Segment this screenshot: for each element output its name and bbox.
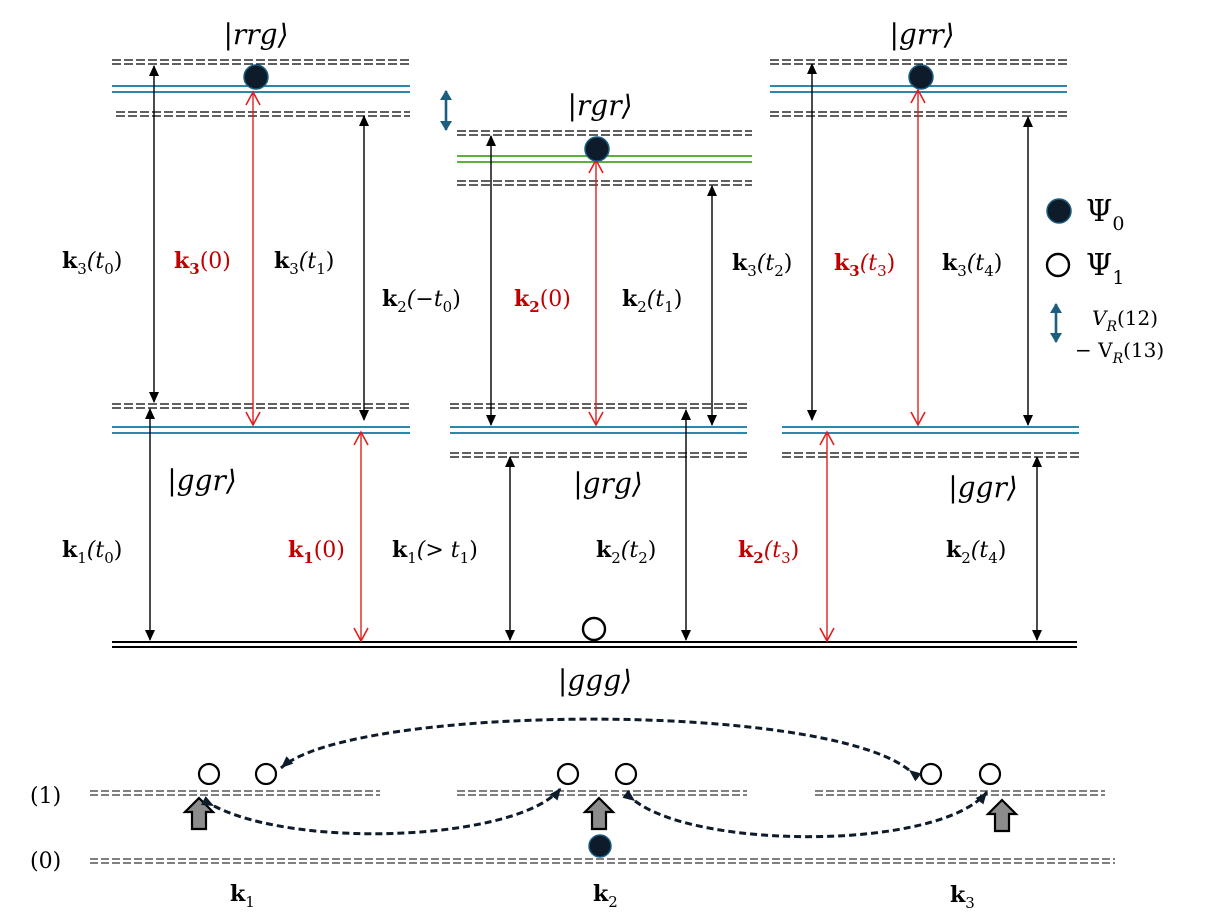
label-k3-t2: k3(t2) — [732, 250, 792, 280]
level-1-label: (1) — [30, 784, 61, 809]
excite-arrow-k1 — [182, 796, 216, 831]
label-k3-0: k3(0) — [174, 248, 231, 278]
psi1-dot-ggg — [581, 616, 607, 642]
level-0-label: (0) — [30, 849, 61, 874]
legend-psi0-label: Ψ0 — [1086, 194, 1124, 235]
label-k2-t2: k2(t2) — [596, 537, 656, 567]
hop-arrow-top — [279, 717, 922, 782]
upper-transition-labels: k3(t0) k3(0) k3(t1) k2(−t0) k2(0) k2(t1)… — [62, 248, 1002, 316]
label-k2-neg-t0: k2(−t0) — [382, 286, 461, 316]
state-ggg: |ggg⟩ — [558, 664, 632, 697]
site1-circle-a — [197, 762, 221, 786]
state-grr: |grr⟩ — [889, 18, 954, 51]
bottom-panel: (1) (0) k1 — [30, 717, 1115, 912]
label-k2-0: k2(0) — [514, 286, 571, 316]
legend: Ψ0 Ψ1 VR(12) − VR(13) — [1045, 194, 1164, 367]
label-k3-t3: k3(t3) — [834, 250, 895, 280]
legend-vr-line1: VR(12) — [1092, 306, 1158, 335]
legend-psi1-dot — [1045, 252, 1071, 278]
hop-arrow-right — [622, 789, 989, 839]
bottom-label-k1: k1 — [230, 881, 255, 911]
state-ggr-right: |ggr⟩ — [948, 471, 1018, 504]
site3-circle-b — [978, 762, 1002, 786]
state-rrg: |rrg⟩ — [223, 18, 288, 51]
label-k2-t4: k2(t4) — [946, 537, 1006, 567]
state-labels: |rrg⟩ |rgr⟩ |grr⟩ |ggr⟩ |grg⟩ |ggr⟩ |ggg… — [167, 18, 1018, 697]
psi0-dot-rrg — [243, 64, 269, 90]
label-k1-t0: k1(t0) — [62, 537, 122, 567]
site3-circle-a — [919, 762, 943, 786]
legend-psi0-dot — [1046, 198, 1072, 224]
bottom-label-k3: k3 — [950, 882, 975, 912]
lower-arrows — [145, 408, 1042, 643]
state-rgr: |rgr⟩ — [567, 89, 632, 122]
psi0-dot-grr — [908, 64, 934, 90]
label-k1-gt-t1: k1(> t1) — [392, 537, 478, 567]
excite-arrow-k3 — [985, 798, 1019, 833]
state-grg: |grg⟩ — [573, 467, 643, 500]
label-k3-t0: k3(t0) — [62, 248, 122, 278]
psi0-dot-rgr — [584, 136, 610, 162]
legend-psi1-label: Ψ1 — [1086, 248, 1124, 289]
site2-circle-b — [614, 762, 638, 786]
upper-arrows — [149, 63, 1033, 427]
legend-vr-line2: − VR(13) — [1075, 338, 1164, 367]
state-ggr-left: |ggr⟩ — [167, 464, 237, 497]
label-k1-0: k1(0) — [288, 537, 345, 567]
site1-circle-b — [254, 762, 278, 786]
lower-transition-labels: k1(t0) k1(0) k1(> t1) k2(t2) k2(t3) k2(t… — [62, 537, 1006, 567]
label-k3-t1: k3(t1) — [274, 248, 334, 278]
label-k2-t3: k2(t3) — [738, 537, 799, 567]
site2-circle-a — [556, 762, 580, 786]
label-k2-t1: k2(t1) — [622, 286, 682, 316]
bottom-label-k2: k2 — [593, 881, 618, 911]
population-dots — [243, 64, 934, 642]
level0-dot — [588, 834, 612, 858]
label-k3-t4: k3(t4) — [942, 250, 1002, 280]
excite-arrow-k2 — [582, 796, 616, 831]
